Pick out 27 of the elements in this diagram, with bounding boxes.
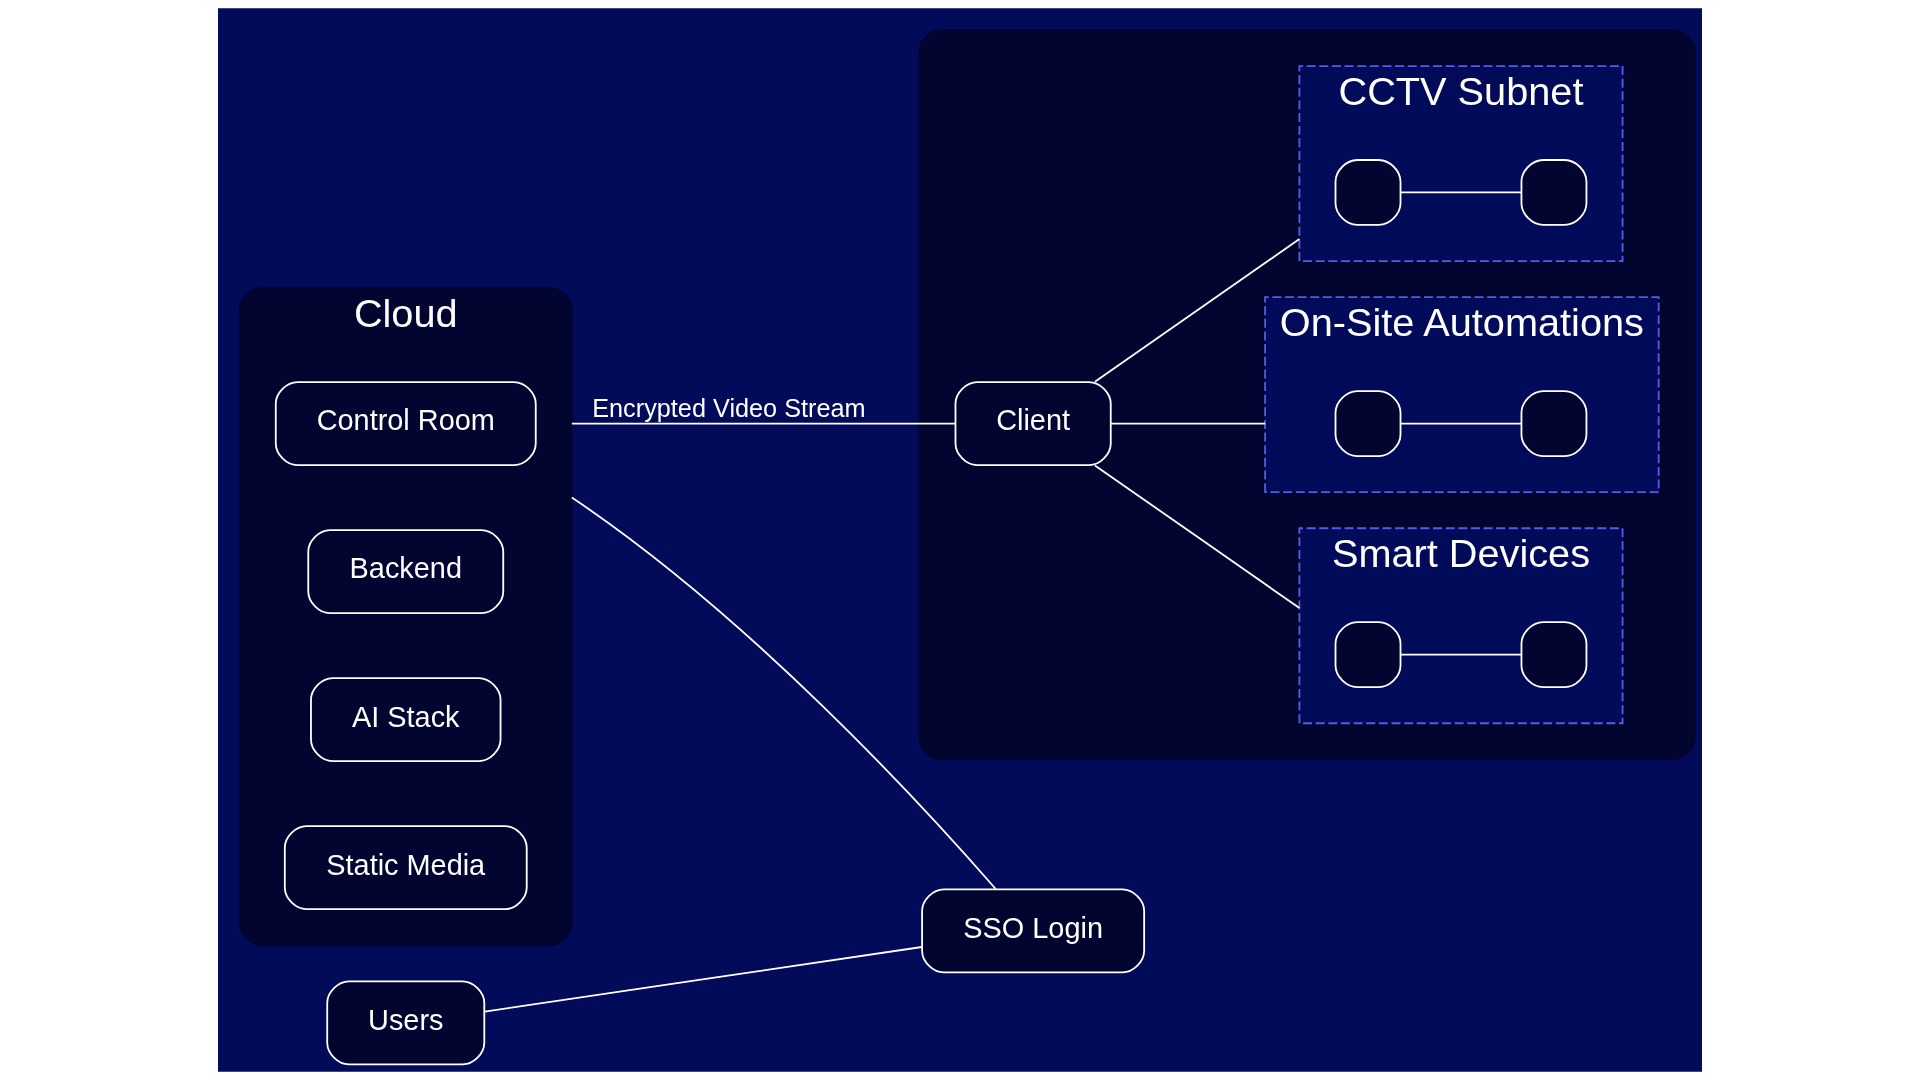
connector: [483, 946, 923, 1013]
node-box: [1520, 390, 1588, 457]
connector: [1399, 653, 1522, 656]
node-box: SSO Login: [921, 888, 1146, 974]
node-box: Static Media: [283, 825, 528, 911]
connector: [570, 496, 997, 890]
cluster: On-Site Automations: [1264, 296, 1660, 494]
connector: [1110, 422, 1266, 425]
connector: [1094, 238, 1301, 383]
node-box: Users: [326, 980, 486, 1066]
connector: [1399, 422, 1522, 425]
edge-label: Encrypted Video Stream: [592, 393, 866, 422]
connector: [570, 422, 956, 425]
cluster: Smart Devices: [1298, 527, 1624, 725]
node-box: [1334, 390, 1402, 457]
cluster: CCTV Subnet: [1298, 65, 1624, 262]
node-box: [1334, 159, 1402, 226]
connector: [1094, 464, 1301, 609]
node-box: [1334, 621, 1402, 689]
cluster: [918, 29, 1696, 761]
node-box: Control Room: [274, 381, 537, 466]
node-box: [1520, 621, 1588, 689]
node-box: Backend: [307, 529, 505, 615]
connector: [1399, 191, 1522, 194]
node-box: [1520, 159, 1588, 226]
node-box: AI Stack: [310, 677, 502, 763]
node-box: Client: [954, 381, 1112, 466]
